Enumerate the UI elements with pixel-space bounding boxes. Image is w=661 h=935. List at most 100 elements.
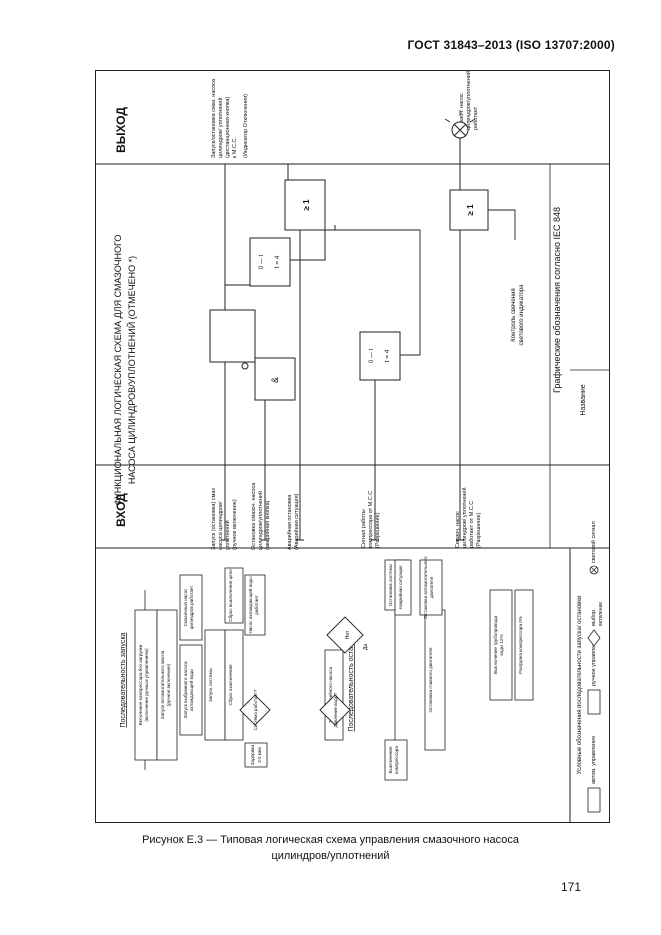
svg-text:двигателя: двигателя — [429, 576, 434, 598]
svg-text:Выключение: Выключение — [388, 746, 393, 774]
svg-text:&: & — [270, 377, 280, 383]
flow-box: Включение компрессора без нагрузки(включ… — [134, 609, 158, 761]
indicator-label-2: светового индикатора — [519, 284, 525, 346]
iec-note: Графические обозначения согласно IEC 848 — [552, 207, 562, 393]
or-gate-b: ≥ 1 — [449, 189, 489, 231]
legend: Условные обозначения последовательности … — [577, 521, 604, 813]
or-gate-a: ≥ 1 — [284, 179, 326, 231]
svg-text:0 — t: 0 — t — [369, 349, 375, 364]
input-label-1: Запуск (остановка) смаз насоса цилиндров… — [211, 488, 238, 550]
memory-block — [209, 309, 256, 370]
svg-text:Остановка смазоч. насоса: Остановка смазоч. насоса — [251, 482, 257, 550]
svg-text:(включение ручным управлением): (включение ручным управлением) — [144, 648, 149, 722]
svg-text:(Разрешение): (Разрешение) — [375, 512, 381, 548]
flow-boxes: Включение компрессора без нагрузки(включ… — [134, 556, 534, 781]
svg-text:(Разрешение): (Разрешение) — [476, 512, 482, 548]
output-label-2: (Индикатор Отключения) — [243, 94, 249, 158]
diagram-title-2: НАСОСА ЦИЛИНДРОВ/УПЛОТНЕНИЙ (ОТМЕЧЕНО *) — [126, 256, 137, 484]
svg-text:Насос охлаждающей воды: Насос охлаждающей воды — [247, 576, 253, 633]
svg-text:Запуск/остановка смаз. насоса: Запуск/остановка смаз. насоса — [211, 78, 217, 158]
svg-text:работает: работает — [254, 594, 259, 614]
caption-line-2: цилиндров/уплотнений — [271, 850, 390, 862]
input-heading: ВХОД — [114, 493, 128, 527]
output-heading: ВЫХОД — [114, 107, 128, 153]
svg-text:t = 4: t = 4 — [384, 349, 391, 362]
flow-box: Запуск системы — [204, 629, 226, 741]
section-title-start: Последовательность запуска — [120, 632, 127, 727]
svg-text:Смазочный насос: Смазочный насос — [182, 588, 188, 627]
indicator-label-1: Контроль свечения — [511, 288, 517, 341]
svg-text:цилиндров/ уплотнений: цилиндров/ уплотнений — [461, 487, 468, 548]
legend-manual: ручное управление — [591, 637, 597, 686]
output-label-3: Смазоч. насос цилиндров/уплотнений работ… — [459, 71, 479, 130]
decision-3: Нет — [326, 616, 364, 654]
svg-text:уплотнений: уплотнений — [224, 520, 231, 550]
legend-select: выбор — [591, 610, 597, 626]
svg-text:Включение компрессора без нагр: Включение компрессора без нагрузки — [138, 644, 143, 725]
input-label-5: Смазоч. насос цилиндров/ уплотнений рабо… — [455, 487, 482, 548]
decision-yes: Да — [363, 644, 369, 650]
legend-title: Условные обозначения последовательности … — [577, 596, 583, 775]
decision-2: Давление воды? — [319, 692, 351, 727]
svg-text:Смазоч. насос: Смазоч. насос — [459, 93, 465, 130]
svg-text:компрессора: компрессора — [394, 746, 399, 774]
decision-1: Система работает? — [239, 689, 271, 730]
timer-1: 0 — t t = 4 — [249, 237, 291, 287]
delay-box: Задержка 3-5 мин — [244, 742, 268, 768]
input-label-2: Остановка смазоч. насоса цилиндров/уплот… — [251, 482, 271, 550]
flow-box: Запуск вспомогательного масла(ручное вкл… — [156, 609, 178, 761]
svg-text:Запуск (остановка) смаз: Запуск (остановка) смаз — [211, 488, 217, 550]
svg-text:Остановка вспомогательного: Остановка вспомогательного — [423, 556, 428, 619]
timer-2: 0 — t t = 4 — [359, 331, 401, 381]
svg-text:Сброс выключения цепи: Сброс выключения цепи — [228, 569, 233, 622]
svg-text:Нет: Нет — [345, 630, 351, 639]
svg-text:Задержка: Задержка — [250, 744, 255, 765]
svg-text:Запуск системы: Запуск системы — [208, 668, 213, 702]
figure-caption: Рисунок Е.3 — Типовая логическая схема у… — [0, 832, 661, 864]
svg-text:≥ 1: ≥ 1 — [302, 199, 311, 211]
flow-box: Остановка главного двигателя — [424, 609, 446, 751]
svg-text:(аварийная кнопка): (аварийная кнопка) — [264, 500, 271, 550]
svg-text:цилиндров/уплотнений: цилиндров/уплотнений — [465, 71, 472, 130]
flow-box: Разгрузка компрессора 0% — [514, 589, 534, 701]
svg-text:(ручное включение): (ручное включение) — [232, 499, 238, 550]
svg-text:цилиндров/уплотнений: цилиндров/уплотнений — [257, 491, 264, 550]
legend-lamp: световой сигнал — [590, 521, 597, 563]
name-heading: Название — [580, 384, 587, 415]
svg-text:Остановка системы: Остановка системы — [388, 564, 393, 606]
caption-line-1: Рисунок Е.3 — Типовая логическая схема у… — [142, 834, 519, 846]
svg-text:Запуск аварийного насоса: Запуск аварийного насоса — [327, 666, 333, 723]
svg-text:Разгрузка компрессора 0%: Разгрузка компрессора 0% — [518, 616, 523, 674]
svg-text:насоса цилиндров/: насоса цилиндров/ — [218, 501, 224, 550]
svg-text:(Аварийная ситуация): (Аварийная ситуация) — [293, 493, 300, 550]
svg-text:Смазоч. насос: Смазоч. насос — [455, 511, 461, 548]
logic-schematic: ВЫХОД ВХОД ФУНКЦИОНАЛЬНАЯ ЛОГИЧЕСКАЯ СХЕ… — [95, 71, 610, 550]
flow-box: Аварийная ситуация — [394, 559, 412, 616]
svg-text:Выключение трубопровода: Выключение трубопровода — [493, 615, 498, 674]
svg-text:Сброс выключения: Сброс выключения — [228, 664, 233, 706]
and-gate: & — [254, 357, 296, 401]
sequence-flowchart: Последовательность запуска Последователь… — [95, 521, 610, 823]
input-label-4: Сигнал работы компрессора от М.С.С (Разр… — [361, 491, 381, 548]
svg-text:Аварийная ситуация: Аварийная ситуация — [397, 565, 403, 610]
output-label-1: Запуск/остановка смаз. насоса цилиндров/… — [211, 78, 238, 158]
diagram-title-1: ФУНКЦИОНАЛЬНАЯ ЛОГИЧЕСКАЯ СХЕМА ДЛЯ СМАЗ… — [113, 235, 123, 506]
svg-text:(дистанционная кнопка): (дистанционная кнопка) — [225, 97, 231, 158]
svg-text:(ручное включение): (ручное включение) — [166, 663, 171, 706]
svg-text:цилиндров работает: цилиндров работает — [189, 585, 194, 630]
lamp-icon — [444, 110, 476, 139]
svg-text:к М.С.С.: к М.С.С. — [232, 136, 238, 158]
svg-text:работает от М.С.С: работает от М.С.С — [469, 501, 475, 548]
legend-lamp-icon — [589, 565, 599, 575]
svg-text:Аварийная остановка: Аварийная остановка — [286, 494, 293, 550]
flow-box: Сброс выключения цепи — [224, 567, 244, 624]
document-header: ГОСТ 31843–2013 (ISO 13707:2000) — [407, 38, 615, 52]
flow-box: Сброс выключения — [224, 629, 244, 741]
svg-text:≥ 1: ≥ 1 — [466, 204, 475, 216]
svg-text:Система работает?: Система работает? — [253, 689, 258, 730]
svg-text:воды 12%: воды 12% — [499, 634, 504, 655]
